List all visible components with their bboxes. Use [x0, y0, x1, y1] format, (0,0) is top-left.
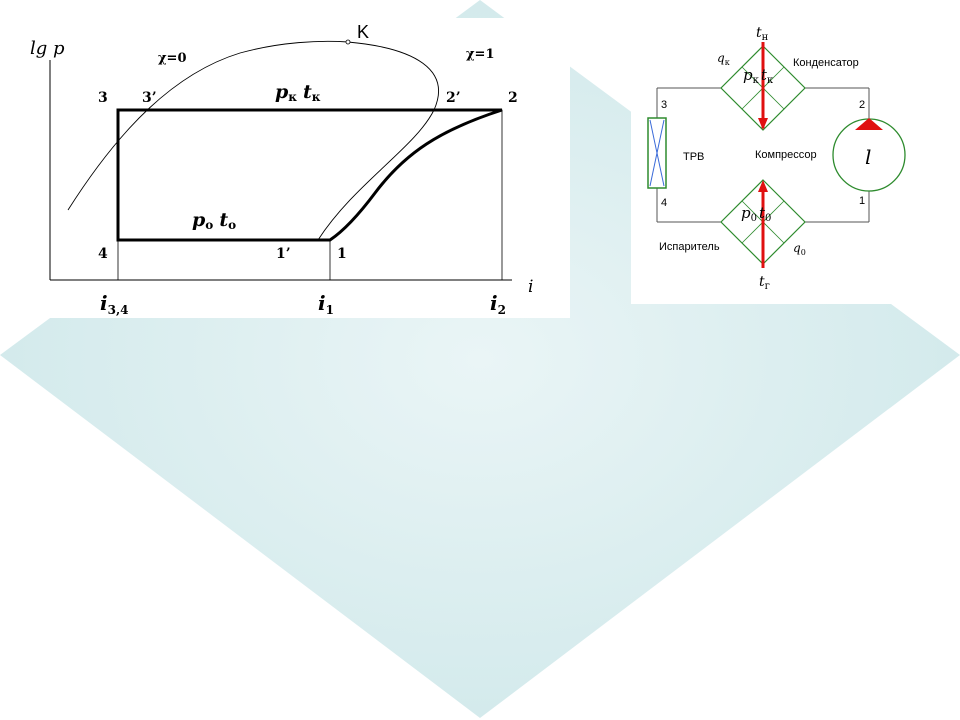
saturation-liquid-label: χ=0 — [158, 51, 187, 66]
t-top-label: tн — [756, 25, 769, 43]
cycle-loop — [116, 108, 503, 242]
node-4-label: 4 — [661, 197, 667, 209]
point-1-label: 1 — [337, 246, 347, 262]
saturation-vapor-label: χ=1 — [466, 47, 495, 62]
saturation-liquid-curve — [67, 40, 349, 211]
condenser-arrow-head — [758, 118, 768, 130]
critical-point-marker — [345, 39, 351, 45]
point-3prime-label: 3’ — [142, 90, 157, 106]
enthalpy-i34-label: i3,4 — [100, 291, 129, 317]
compressor-label: Компрессор — [755, 149, 817, 161]
critical-point-label: K — [357, 22, 369, 42]
evaporator-label: Испаритель — [659, 241, 720, 253]
node-2-label: 2 — [859, 99, 865, 111]
trv-cross-2 — [649, 119, 665, 187]
q-bottom-label: q0 — [793, 241, 806, 257]
x-axis-label: i — [528, 277, 533, 297]
q-top-label: qк — [717, 51, 730, 67]
trv-label: ТРВ — [683, 151, 704, 163]
point-3-label: 3 — [98, 90, 108, 106]
point-4-label: 4 — [98, 246, 108, 262]
point-2prime-label: 2’ — [446, 90, 461, 106]
node-3-label: 3 — [661, 99, 667, 111]
condenser-label: Конденсатор — [793, 57, 859, 69]
enthalpy-i2-label: i2 — [490, 291, 506, 317]
work-label: l — [865, 145, 871, 169]
enthalpy-i1-label: i1 — [318, 291, 334, 317]
node-1-label: 1 — [859, 195, 865, 207]
t-bottom-label: tг — [759, 274, 770, 292]
compressor-triangle-icon — [855, 118, 883, 130]
evaporator-arrow-head — [758, 180, 768, 192]
point-2-label: 2 — [508, 90, 518, 106]
y-axis-label: lg p — [30, 38, 65, 59]
saturation-vapor-curve — [317, 41, 439, 241]
point-1prime-label: 1’ — [276, 246, 291, 262]
